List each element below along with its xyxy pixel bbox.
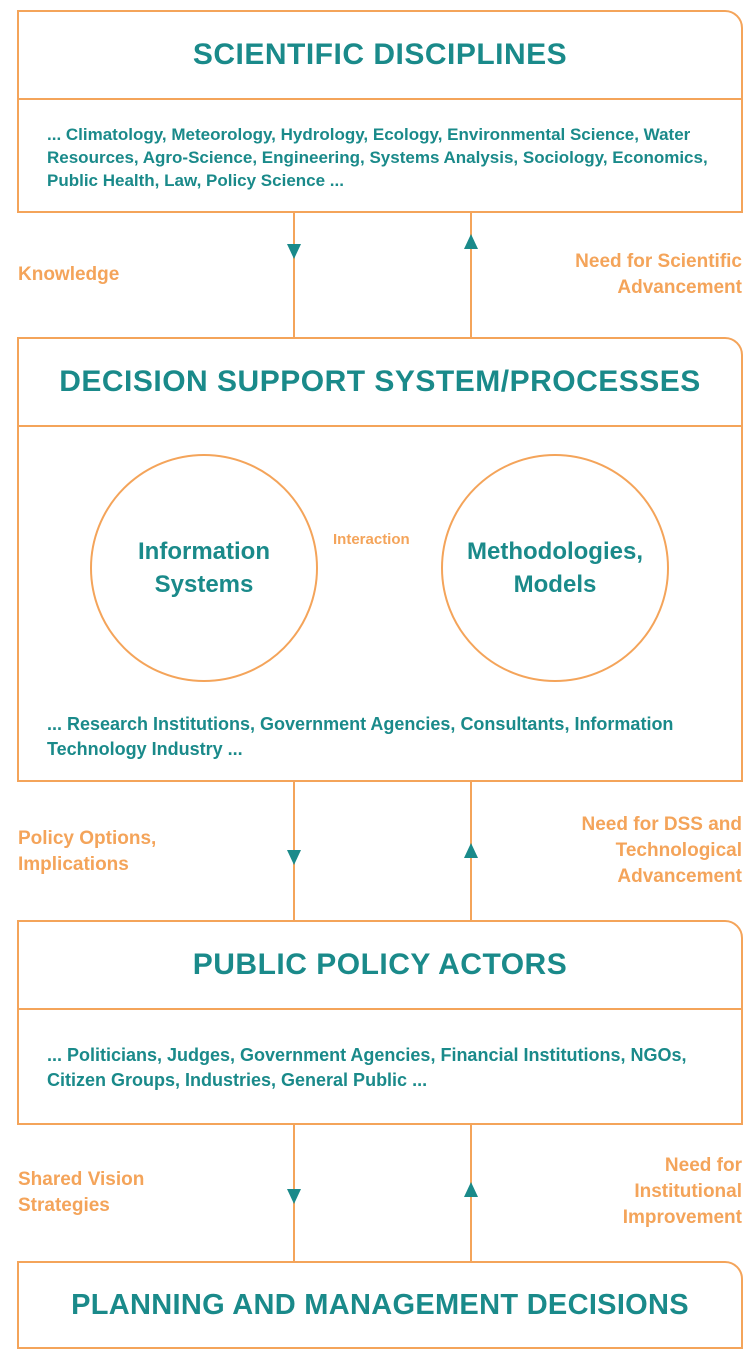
scientific-disciplines-title: SCIENTIFIC DISCIPLINES (19, 12, 741, 100)
interaction-label: Interaction (333, 531, 410, 548)
down-arrow-icon (287, 244, 301, 259)
up-arrow-icon (464, 234, 478, 249)
shared-vision-label: Shared Vision Strategies (18, 1169, 145, 1216)
decision-support-box: DECISION SUPPORT SYSTEM/PROCESSES ... Re… (17, 337, 743, 782)
knowledge-label: Knowledge (18, 264, 120, 285)
public-policy-actors-list: ... Politicians, Judges, Government Agen… (47, 1045, 687, 1090)
information-systems-circle: Information Systems (90, 454, 318, 682)
scientific-need-label: Need for Scientific Advancement (575, 251, 742, 298)
planning-decisions-box: PLANNING AND MANAGEMENT DECISIONS (17, 1261, 743, 1349)
up-arrow-icon (464, 843, 478, 858)
decision-support-list: ... Research Institutions, Government Ag… (47, 714, 674, 759)
scientific-disciplines-list: ... Climatology, Meteorology, Hydrology,… (47, 125, 708, 190)
dss-need-label: Need for DSS and Technological Advanceme… (581, 814, 742, 887)
institutional-need-label: Need for Institutional Improvement (622, 1155, 742, 1228)
down-arrow-icon (287, 850, 301, 865)
up-arrow-icon (464, 1182, 478, 1197)
down-arrow-icon (287, 1189, 301, 1204)
policy-options-label: Policy Options, Implications (18, 828, 157, 875)
public-policy-actors-box: PUBLIC POLICY ACTORS ... Politicians, Ju… (17, 920, 743, 1125)
scientific-disciplines-box: SCIENTIFIC DISCIPLINES ... Climatology, … (17, 10, 743, 213)
public-policy-actors-title: PUBLIC POLICY ACTORS (19, 922, 741, 1010)
planning-decisions-title: PLANNING AND MANAGEMENT DECISIONS (71, 1288, 689, 1321)
decision-support-title: DECISION SUPPORT SYSTEM/PROCESSES (19, 339, 741, 427)
methodologies-models-circle: Methodologies, Models (441, 454, 669, 682)
